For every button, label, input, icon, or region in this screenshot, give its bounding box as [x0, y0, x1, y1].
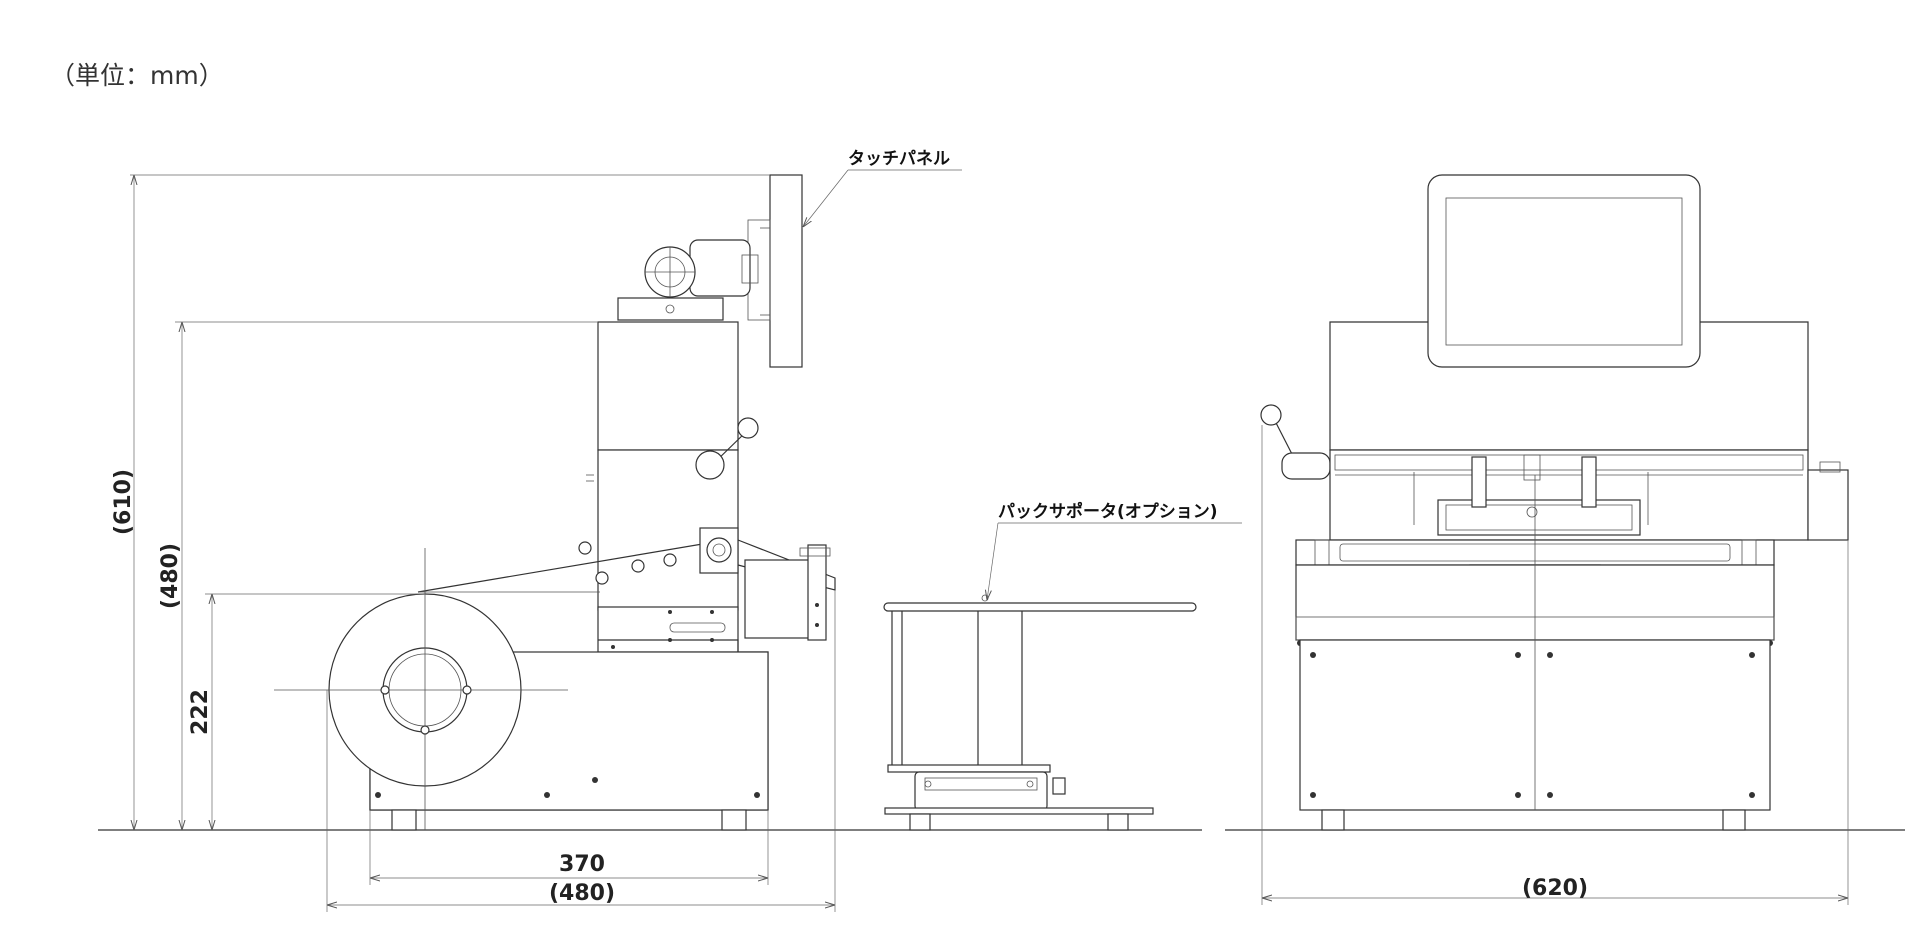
- dimension-roll-height: 222: [188, 689, 213, 735]
- dimension-base-width: 370: [559, 852, 605, 877]
- dimension-front-width: (620): [1522, 876, 1588, 901]
- front-view-machine: [1260, 174, 1849, 831]
- unit-label: （単位：mm）: [50, 61, 224, 90]
- touch-panel-callout: [803, 169, 962, 227]
- dimension-body-height: (480): [158, 543, 183, 609]
- callout-touch-panel: タッチパネル: [848, 149, 950, 169]
- dimension-total-depth: (480): [549, 881, 615, 906]
- front-dimensions: [1261, 425, 1849, 905]
- callout-pack-supporter: パックサポータ(オプション): [998, 501, 1218, 522]
- side-dimensions: [130, 174, 836, 912]
- touch-panel-side: [769, 174, 803, 368]
- touch-panel-front: [1427, 174, 1701, 368]
- side-view-machine: [274, 174, 836, 831]
- pack-supporter-callout: [987, 522, 1242, 600]
- pack-supporter: [883, 594, 1197, 831]
- dimension-total-height: (610): [111, 469, 136, 535]
